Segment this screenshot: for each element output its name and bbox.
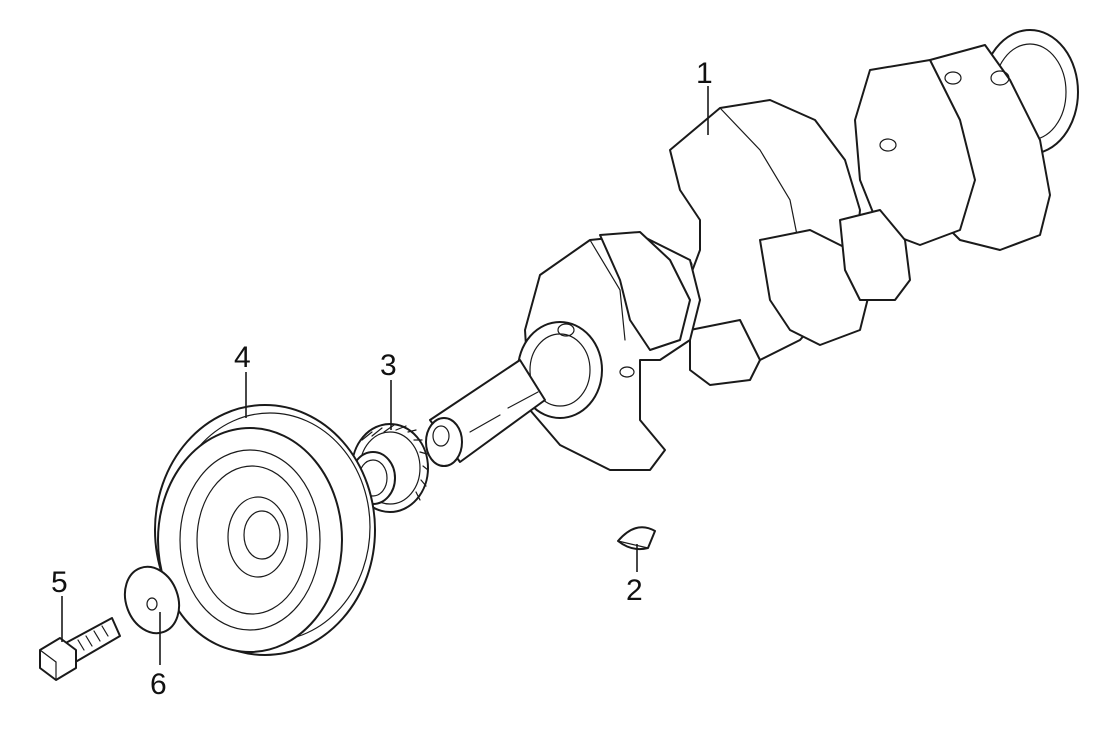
callout-5: 5 xyxy=(51,566,68,642)
callout-6: 6 xyxy=(150,612,167,701)
washer xyxy=(123,565,181,635)
callout-4: 4 xyxy=(234,341,251,418)
callout-2: 2 xyxy=(626,544,643,607)
crankshaft xyxy=(425,29,1079,471)
pulley xyxy=(154,404,376,656)
callout-label-6: 6 xyxy=(150,668,167,701)
woodruff-key xyxy=(617,526,656,551)
callout-label-4: 4 xyxy=(234,341,251,374)
callout-label-5: 5 xyxy=(51,566,68,599)
bolt xyxy=(39,617,121,681)
callout-3: 3 xyxy=(380,349,397,430)
callout-1: 1 xyxy=(696,57,713,135)
callout-label-3: 3 xyxy=(380,349,397,382)
callout-label-1: 1 xyxy=(696,57,713,90)
callout-label-2: 2 xyxy=(626,574,643,607)
